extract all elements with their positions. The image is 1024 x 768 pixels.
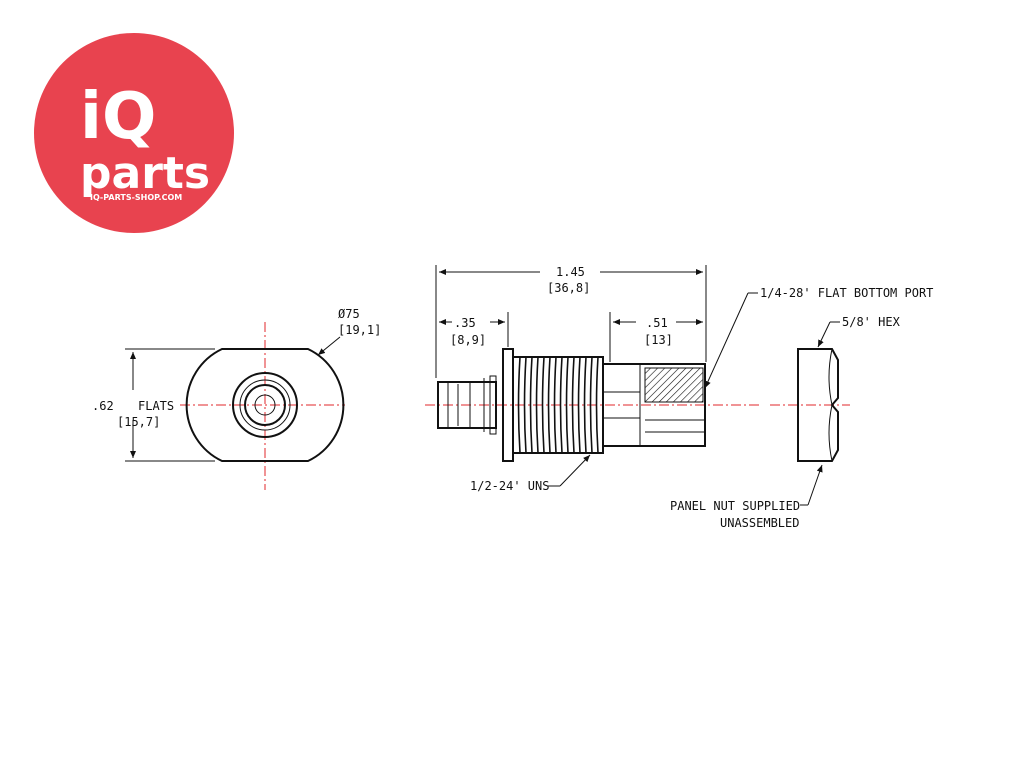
port-depth-value: .51 — [646, 316, 668, 330]
logo-brand-parts: parts — [80, 148, 210, 199]
front-middle-ring — [239, 379, 291, 431]
thread-line — [577, 356, 581, 454]
side-hex-body — [602, 363, 706, 447]
thread-line — [565, 356, 569, 454]
thread-lines — [517, 356, 599, 454]
stem-length-value: .35 — [454, 316, 476, 330]
note-leader — [807, 464, 823, 506]
thread-line — [583, 356, 587, 454]
front-outer-ring — [232, 372, 298, 438]
nut-note-line2: UNASSEMBLED — [720, 516, 799, 530]
port-depth-metric: [13] — [644, 333, 673, 347]
diameter-label: Ø75 — [338, 307, 360, 321]
diameter-metric: [19,1] — [338, 323, 381, 337]
flats-metric: [15,7] — [117, 415, 160, 429]
diameter-leader — [317, 336, 341, 356]
thread-leader — [559, 454, 591, 487]
nut-outline — [797, 348, 839, 462]
hex-leader — [817, 321, 831, 348]
thread-line — [517, 356, 521, 454]
logo-url: IQ-PARTS-SHOP.COM — [90, 193, 182, 202]
flats-value: .62 — [92, 399, 114, 413]
stem-length-metric: [8,9] — [450, 333, 486, 347]
thread-line — [589, 356, 593, 454]
thread-line — [559, 356, 563, 454]
thread-line — [547, 356, 551, 454]
logo-circle — [34, 33, 234, 233]
overall-length-value: 1.45 — [556, 265, 585, 279]
hex-callout: 5/8' HEX — [842, 315, 901, 329]
thread-line — [529, 356, 533, 454]
front-body-outline — [185, 348, 345, 462]
thread-line — [553, 356, 557, 454]
side-view: 1.45 [36,8] .35 [8,9] .51 [13] 1/4-28' F… — [425, 265, 933, 493]
iq-parts-logo: iQ parts IQ-PARTS-SHOP.COM — [34, 33, 234, 233]
logo-brand-iq: iQ — [80, 80, 156, 154]
nut-view: 5/8' HEX PANEL NUT SUPPLIED UNASSEMBLED — [670, 315, 901, 530]
thread-callout: 1/2-24' UNS — [470, 479, 549, 493]
port-leader — [704, 292, 749, 389]
thread-line — [571, 356, 575, 454]
thread-line — [595, 356, 599, 454]
front-bore — [254, 394, 276, 416]
stem-collar — [489, 375, 497, 435]
thread-line — [535, 356, 539, 454]
nut-chamfer — [828, 348, 833, 462]
front-view: .62 FLATS [15,7] Ø75 [19,1] — [92, 307, 381, 490]
overall-length-metric: [36,8] — [547, 281, 590, 295]
nut-note-line1: PANEL NUT SUPPLIED — [670, 499, 800, 513]
thread-line — [541, 356, 545, 454]
flats-label: FLATS — [138, 399, 174, 413]
port-hatch — [644, 367, 704, 403]
port-callout: 1/4-28' FLAT BOTTOM PORT — [760, 286, 933, 300]
front-inner-ring — [244, 384, 286, 426]
thread-line — [523, 356, 527, 454]
